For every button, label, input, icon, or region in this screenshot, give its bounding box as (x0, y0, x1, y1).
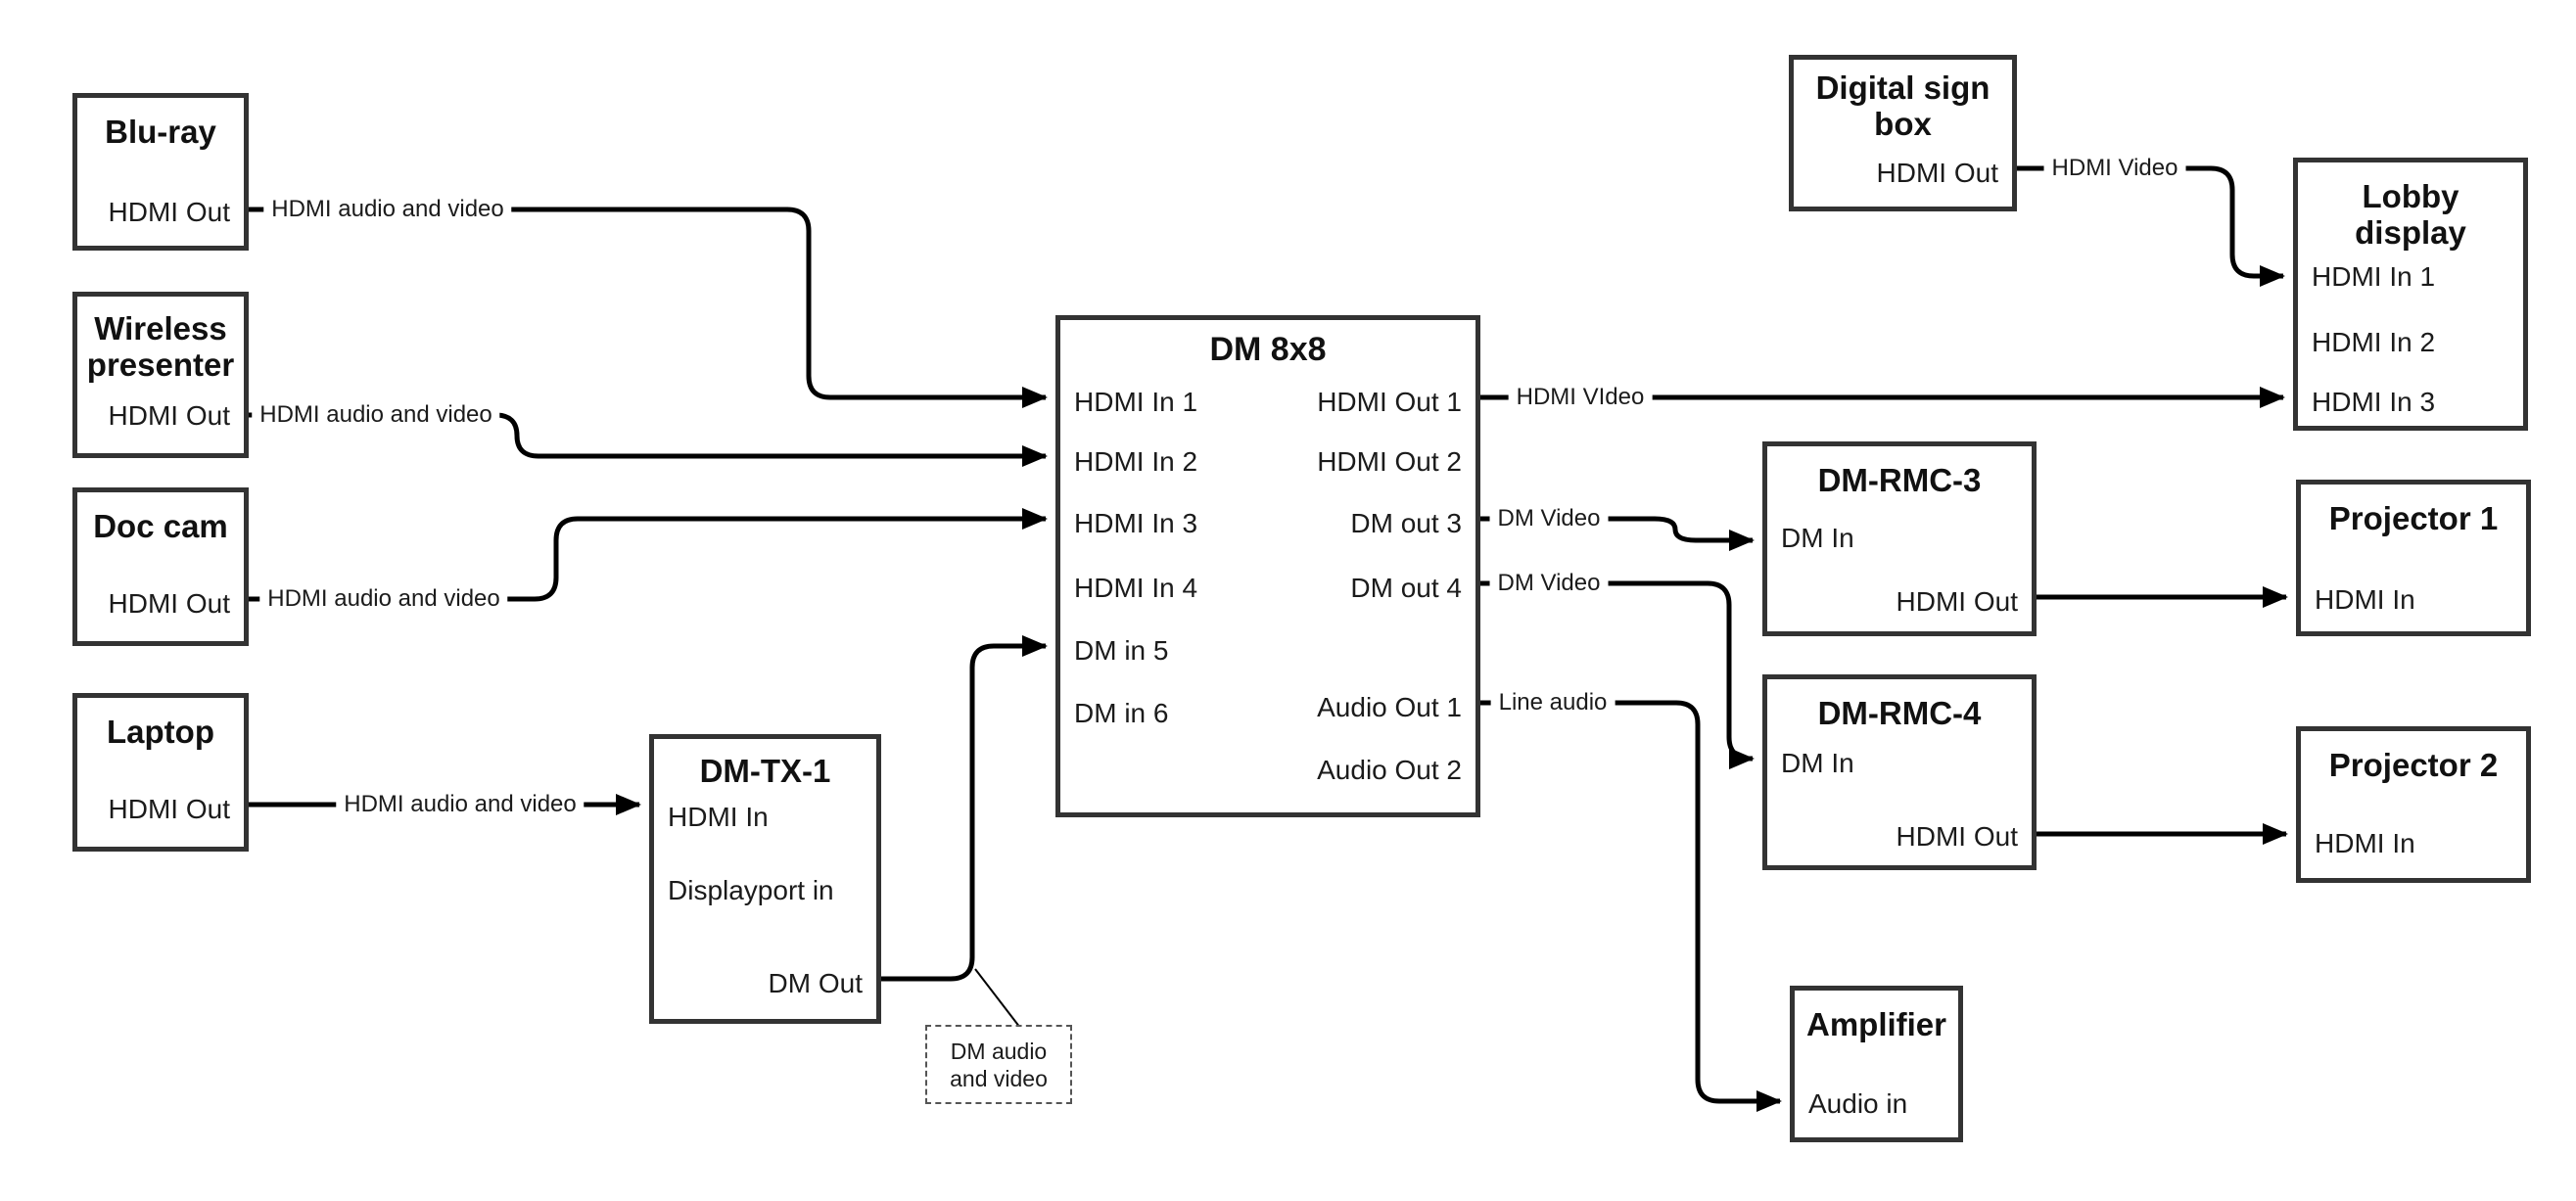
port-dm8x8-dm-out-3: DM out 3 (1350, 508, 1462, 538)
node-dm-tx-1-title: DM-TX-1 (699, 753, 831, 789)
port-dm8x8-hdmi-in-4: HDMI In 4 (1074, 573, 1198, 603)
port-dmtx1-hdmi-in: HDMI In (668, 802, 769, 832)
node-bluray: Blu-ray HDMI Out (72, 93, 249, 251)
port-rmc3-dm-in: DM In (1781, 523, 1854, 553)
port-laptop-hdmi-out: HDMI Out (108, 794, 230, 824)
node-laptop-title: Laptop (107, 714, 214, 750)
port-dm8x8-dm-out-4: DM out 4 (1350, 573, 1462, 603)
edge-label-dm-video-out3: DM Video (1489, 504, 1609, 533)
edge-label-bluray: HDMI audio and video (263, 195, 512, 224)
node-wireless-presenter: Wireless presenter HDMI Out (72, 292, 249, 458)
port-projector1-hdmi-in: HDMI In (2315, 584, 2415, 615)
node-projector-2: Projector 2 HDMI In (2296, 726, 2531, 883)
edge-label-doccam: HDMI audio and video (259, 584, 508, 614)
node-laptop: Laptop HDMI Out (72, 693, 249, 852)
port-dmtx1-dm-out: DM Out (768, 968, 863, 998)
edge-wireless-to-dm8x8-in2 (249, 412, 1048, 467)
edge-label-line-audio: Line audio (1490, 688, 1616, 717)
port-projector2-hdmi-in: HDMI In (2315, 828, 2415, 858)
port-rmc4-hdmi-out: HDMI Out (1896, 821, 2018, 852)
node-doc-cam: Doc cam HDMI Out (72, 487, 249, 646)
node-dm-8x8-title: DM 8x8 (1209, 331, 1327, 368)
node-projector-2-title: Projector 2 (2328, 747, 2499, 783)
node-amplifier-title: Amplifier (1805, 1006, 1947, 1042)
node-dm-rmc-3-title: DM-RMC-3 (1817, 462, 1982, 498)
edge-label-hdmi-video-out1: HDMI VIdeo (1508, 383, 1653, 412)
node-dm-rmc-4-title: DM-RMC-4 (1817, 695, 1982, 731)
port-dm8x8-audio-out-2: Audio Out 2 (1317, 755, 1462, 785)
node-doc-cam-title: Doc cam (93, 508, 228, 544)
port-dm8x8-hdmi-out-1: HDMI Out 1 (1317, 387, 1462, 417)
port-bluray-hdmi-out: HDMI Out (108, 197, 230, 227)
edge-label-hdmi-video-sign: HDMI Video (2043, 154, 2186, 183)
edge-label-dm-video-out4: DM Video (1489, 569, 1609, 598)
node-dm-rmc-3: DM-RMC-3 DM In HDMI Out (1762, 441, 2037, 636)
port-digitalsign-hdmi-out: HDMI Out (1876, 158, 1998, 188)
node-projector-1-title: Projector 1 (2328, 500, 2499, 536)
port-dm8x8-hdmi-in-1: HDMI In 1 (1074, 387, 1198, 417)
port-amplifier-audio-in: Audio in (1808, 1088, 1908, 1119)
note-leader-line (974, 968, 1021, 1029)
edge-dm8x8-out4-to-rmc4-dmin (1480, 580, 1755, 769)
node-lobby-display: Lobby display HDMI In 1 HDMI In 2 HDMI I… (2293, 158, 2528, 431)
port-lobby-hdmi-in-3: HDMI In 3 (2312, 387, 2436, 417)
edge-label-laptop: HDMI audio and video (336, 790, 585, 819)
edge-label-wireless: HDMI audio and video (252, 400, 500, 430)
node-lobby-display-title: Lobby display (2355, 178, 2466, 251)
port-doccam-hdmi-out: HDMI Out (108, 588, 230, 619)
port-dm8x8-hdmi-in-2: HDMI In 2 (1074, 446, 1198, 477)
port-dm8x8-dm-in-5: DM in 5 (1074, 635, 1169, 666)
edge-bluray-to-dm8x8-in1 (249, 207, 1048, 408)
node-digital-sign-box-title: Digital sign box (1815, 69, 1991, 142)
node-bluray-title: Blu-ray (105, 114, 216, 150)
edge-dm8x8-out3-to-rmc3-dmin (1480, 516, 1755, 551)
node-projector-1: Projector 1 HDMI In (2296, 480, 2531, 636)
port-wireless-hdmi-out: HDMI Out (108, 400, 230, 431)
node-dm-tx-1: DM-TX-1 HDMI In Displayport in DM Out (649, 734, 881, 1024)
port-dm8x8-hdmi-out-2: HDMI Out 2 (1317, 446, 1462, 477)
port-dm8x8-hdmi-in-3: HDMI In 3 (1074, 508, 1198, 538)
edge-dmtx1-dmout-to-dm8x8-in5 (881, 635, 1048, 982)
port-rmc4-dm-in: DM In (1781, 748, 1854, 778)
port-dm8x8-dm-in-6: DM in 6 (1074, 698, 1169, 728)
node-wireless-presenter-title: Wireless presenter (86, 310, 235, 383)
port-lobby-hdmi-in-2: HDMI In 2 (2312, 327, 2436, 357)
port-lobby-hdmi-in-1: HDMI In 1 (2312, 261, 2436, 292)
port-dm8x8-audio-out-1: Audio Out 1 (1317, 692, 1462, 722)
note-dm-audio-and-video: DM audio and video (925, 1025, 1072, 1104)
node-amplifier: Amplifier Audio in (1790, 986, 1963, 1142)
edge-doccam-to-dm8x8-in3 (249, 508, 1048, 602)
edge-dm8x8-audio1-to-amplifier (1480, 700, 1782, 1112)
edge-digitalsign-to-lobby-in1 (2017, 165, 2285, 287)
node-dm-8x8: DM 8x8 HDMI In 1 HDMI In 2 HDMI In 3 HDM… (1055, 315, 1480, 817)
node-digital-sign-box: Digital sign box HDMI Out (1789, 55, 2017, 211)
node-dm-rmc-4: DM-RMC-4 DM In HDMI Out (1762, 674, 2037, 870)
port-rmc3-hdmi-out: HDMI Out (1896, 586, 2018, 617)
port-dmtx1-displayport-in: Displayport in (668, 875, 834, 905)
